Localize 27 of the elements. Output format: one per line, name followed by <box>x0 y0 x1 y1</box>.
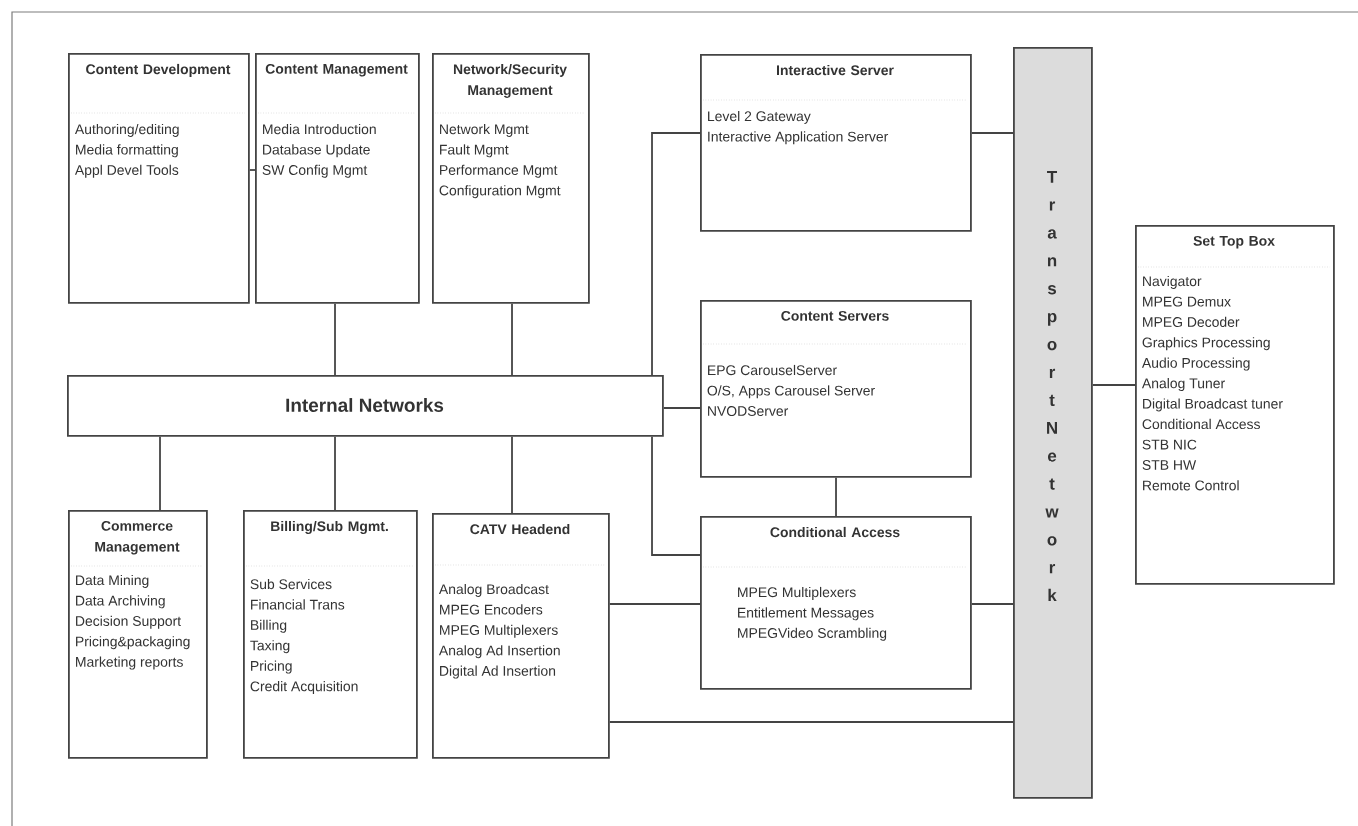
connector-line <box>835 476 837 517</box>
component-box: Billing/Sub Mgmt. Sub Services Financial Trans Billing Taxing Pricing Credit Acquisition <box>243 510 418 759</box>
connector-line <box>511 302 513 376</box>
component-box: CATV Headend Analog Broadcast MPEG Encoders MPEG Multiplexers Analog Ad Insertion Digital Ad Insertion <box>432 513 610 759</box>
connector-line <box>662 407 701 409</box>
connector-line <box>970 132 1014 134</box>
connector-line <box>970 603 1014 605</box>
connector-line <box>334 302 336 376</box>
network-band: Internal Networks <box>67 375 664 437</box>
connector-line <box>334 435 336 511</box>
connector-line <box>651 132 701 376</box>
network-bar: Transport Network <box>1013 47 1093 799</box>
connector-line <box>1091 384 1136 386</box>
component-box: Content Servers EPG CarouselServer O/S, Apps Carousel Server NVODServer <box>700 300 972 478</box>
component-box: Set Top Box Navigator MPEG Demux MPEG Decoder Graphics Processing Audio Processing Analog Tuner Digital Broadcast tuner Conditional Access STB NIC STB HW Remote Control <box>1135 225 1335 585</box>
connector-line <box>651 435 701 556</box>
connector-line <box>159 435 161 511</box>
component-box: Network/Security Management Network Mgmt Fault Mgmt Performance Mgmt Configuration Mgmt <box>432 53 590 304</box>
component-box: Conditional Access MPEG Multiplexers Entitlement Messages MPEGVideo Scrambling <box>700 516 972 690</box>
connector-line <box>511 435 513 514</box>
component-box: Commerce Management Data Mining Data Archiving Decision Support Pricing&packaging Marketing reports <box>68 510 208 759</box>
component-box: Content Development Authoring/editing Media formatting Appl Devel Tools <box>68 53 250 304</box>
component-box: Interactive Server Level 2 Gateway Interactive Application Server <box>700 54 972 232</box>
connector-line <box>608 721 1014 723</box>
connector-line <box>248 169 256 171</box>
component-box: Content Management Media Introduction Database Update SW Config Mgmt <box>255 53 420 304</box>
connector-line <box>608 603 701 605</box>
